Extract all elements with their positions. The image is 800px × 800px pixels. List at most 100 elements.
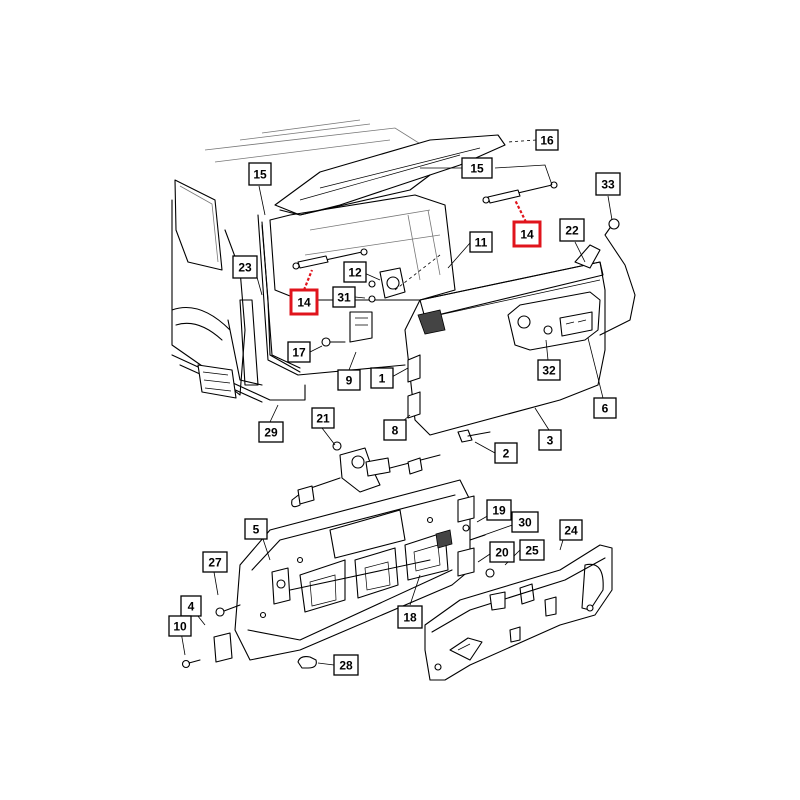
callout-number: 9 xyxy=(346,374,353,388)
callout-box xyxy=(538,429,562,451)
callout-number: 22 xyxy=(565,224,579,238)
callout-box xyxy=(535,129,559,151)
callout-2: 2 xyxy=(494,442,518,464)
callout-number: 21 xyxy=(316,412,330,426)
callout-number: 23 xyxy=(238,261,252,275)
callout-box xyxy=(370,367,394,389)
callout-23: 23 xyxy=(232,255,258,279)
callout-14-highlighted: 14 xyxy=(512,220,542,248)
callout-16: 16 xyxy=(535,129,559,151)
callout-number: 30 xyxy=(518,516,532,530)
callout-number: 6 xyxy=(602,402,609,416)
callout-31: 31 xyxy=(332,286,356,308)
callout-30: 30 xyxy=(511,511,539,533)
callout-box xyxy=(232,255,258,279)
callout-19: 19 xyxy=(486,499,512,521)
callout-box xyxy=(593,397,617,419)
callout-number: 15 xyxy=(470,162,484,176)
callout-number: 25 xyxy=(525,544,539,558)
callout-24: 24 xyxy=(559,519,583,541)
callout-number: 19 xyxy=(492,504,506,518)
callout-box xyxy=(511,511,539,533)
callout-box xyxy=(397,605,423,629)
liftgate-glass xyxy=(269,134,506,301)
liftgate-outer-panel xyxy=(404,244,606,436)
callout-33: 33 xyxy=(595,172,621,196)
callout-box xyxy=(311,407,335,429)
callout-12: 12 xyxy=(343,261,367,283)
callout-number: 2 xyxy=(503,447,510,461)
callout-21: 21 xyxy=(311,407,335,429)
callout-box xyxy=(258,421,284,443)
callout-box xyxy=(519,539,545,561)
callout-11: 11 xyxy=(469,231,493,253)
callout-box xyxy=(595,172,621,196)
callout-box xyxy=(383,419,407,441)
callout-box xyxy=(168,615,192,637)
callout-box xyxy=(494,442,518,464)
callout-number: 14 xyxy=(297,296,311,310)
bracket-4 xyxy=(181,604,241,669)
callout-number: 27 xyxy=(208,556,222,570)
callout-1: 1 xyxy=(370,367,394,389)
callout-number: 11 xyxy=(475,236,488,250)
callout-32: 32 xyxy=(537,359,561,381)
callout-10: 10 xyxy=(168,615,192,637)
callout-6: 6 xyxy=(593,397,617,419)
callout-number: 29 xyxy=(264,426,278,440)
callout-14-highlighted: 14 xyxy=(289,288,319,316)
callout-number: 10 xyxy=(173,620,187,634)
callout-box xyxy=(333,654,359,676)
callout-3: 3 xyxy=(538,429,562,451)
callout-number: 33 xyxy=(601,178,615,192)
callout-22: 22 xyxy=(559,218,585,242)
latch-assembly xyxy=(291,441,441,508)
callout-8: 8 xyxy=(383,419,407,441)
liftgate-inner-frame xyxy=(234,479,475,661)
callout-box xyxy=(343,261,367,283)
callout-number: 12 xyxy=(348,266,362,280)
callout-number: 18 xyxy=(403,611,417,625)
callout-29: 29 xyxy=(258,421,284,443)
callout-15: 15 xyxy=(461,157,493,179)
callout-number: 31 xyxy=(337,291,351,305)
washer-line xyxy=(599,224,636,336)
callout-box xyxy=(248,162,272,186)
callout-box xyxy=(244,518,268,540)
callout-number: 3 xyxy=(547,434,554,448)
callout-box xyxy=(537,359,561,381)
callout-18: 18 xyxy=(397,605,423,629)
callout-4: 4 xyxy=(180,595,202,617)
callout-number: 17 xyxy=(292,346,306,360)
callout-box xyxy=(332,286,356,308)
callout-box xyxy=(461,157,493,179)
callout-box xyxy=(489,541,515,563)
plug-28 xyxy=(297,656,317,669)
callout-box xyxy=(486,499,512,521)
callout-number: 15 xyxy=(253,168,267,182)
callout-box xyxy=(337,369,361,391)
callout-box xyxy=(469,231,493,253)
callout-box xyxy=(289,288,319,316)
callout-number: 8 xyxy=(392,424,399,438)
callout-9: 9 xyxy=(337,369,361,391)
callout-17: 17 xyxy=(287,341,311,363)
callout-number: 1 xyxy=(379,372,386,386)
bolt-2 xyxy=(457,429,491,443)
weatherstrip xyxy=(261,224,301,373)
callout-number: 14 xyxy=(520,228,534,242)
callout-20: 20 xyxy=(489,541,515,563)
gas-strut-right xyxy=(482,181,558,204)
trim-panel xyxy=(424,544,613,681)
callout-28: 28 xyxy=(333,654,359,676)
callout-number: 32 xyxy=(542,364,556,378)
callout-number: 16 xyxy=(540,134,554,148)
callout-box xyxy=(287,341,311,363)
callout-box xyxy=(559,218,585,242)
gas-strut-left xyxy=(292,248,368,270)
callout-number: 20 xyxy=(495,546,509,560)
callout-number: 24 xyxy=(564,524,578,538)
callout-15: 15 xyxy=(248,162,272,186)
